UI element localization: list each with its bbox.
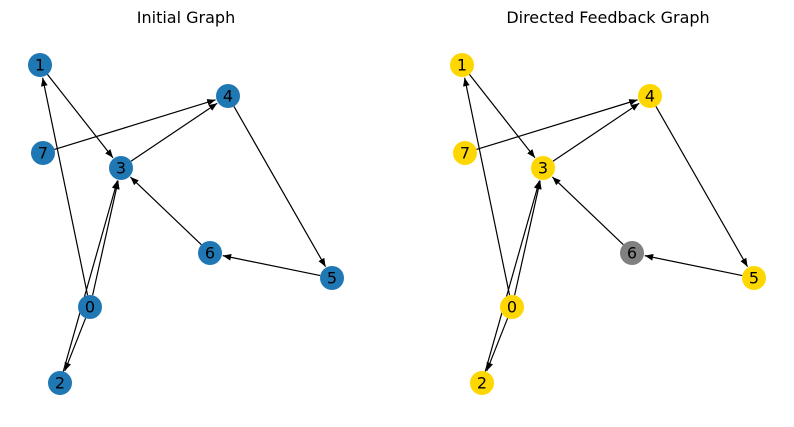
feedback-graph-edge-2-3: [484, 180, 541, 372]
feedback-graph-node-6: 6: [620, 241, 644, 265]
feedback-graph-panel: Directed Feedback Graph 0 1 2 3 4 5 6 7: [450, 8, 766, 395]
feedback-graph-edge-5-6: [644, 254, 743, 277]
initial-graph-node-2: 2: [48, 371, 72, 395]
feedback-graph-node-label-2: 2: [477, 374, 487, 393]
feedback-graph-edge-1-3: [468, 74, 536, 159]
feedback-graph-node-circle-2: [470, 371, 494, 395]
feedback-graph-node-3: 3: [531, 156, 555, 180]
initial-graph-edge-7-4: [54, 99, 216, 151]
initial-graph-node-6: 6: [198, 241, 222, 265]
initial-graph-edge-0-2: [64, 317, 87, 372]
feedback-graph-node-circle-6: [620, 241, 644, 265]
feedback-graph-node-circle-7: [453, 141, 477, 165]
initial-graph-node-label-0: 0: [85, 298, 95, 317]
feedback-graph-node-circle-4: [638, 84, 662, 108]
initial-graph-panel: Initial Graph 0 1 2 3 4 5 6 7: [28, 8, 344, 395]
initial-graph-edge-5-6: [222, 254, 321, 277]
initial-graph-edge-1-3: [46, 74, 114, 159]
feedback-graph-edges: [463, 74, 749, 372]
feedback-graph-node-label-6: 6: [627, 244, 637, 263]
initial-graph-node-circle-5: [320, 266, 344, 290]
feedback-graph-node-4: 4: [638, 84, 662, 108]
initial-graph-edges: [41, 74, 327, 372]
feedback-graph-node-0: 0: [500, 295, 524, 319]
initial-graph-nodes: 0 1 2 3 4 5 6 7: [28, 53, 344, 395]
feedback-graph-node-label-5: 5: [749, 269, 759, 288]
initial-graph-node-7: 7: [31, 141, 55, 165]
initial-graph-node-circle-6: [198, 241, 222, 265]
initial-graph-node-label-5: 5: [327, 269, 337, 288]
initial-graph-node-0: 0: [78, 295, 102, 319]
feedback-graph-edge-4-5: [655, 106, 749, 268]
feedback-graph-node-7: 7: [453, 141, 477, 165]
feedback-graph-edge-6-3: [551, 176, 624, 246]
initial-graph-edge-4-5: [233, 106, 327, 268]
feedback-graph-edge-0-2: [486, 317, 509, 372]
initial-graph-node-3: 3: [109, 156, 133, 180]
feedback-graph-node-2: 2: [470, 371, 494, 395]
initial-graph-edge-0-1: [41, 77, 89, 296]
initial-graph-node-5: 5: [320, 266, 344, 290]
initial-graph-node-4: 4: [216, 84, 240, 108]
feedback-graph-node-circle-1: [450, 53, 474, 77]
feedback-graph-edge-3-4: [552, 102, 640, 162]
feedback-graph-node-label-0: 0: [507, 298, 517, 317]
initial-graph-node-label-3: 3: [116, 159, 126, 178]
feedback-graph-node-label-4: 4: [645, 87, 655, 106]
initial-graph-node-circle-2: [48, 371, 72, 395]
initial-graph-node-label-7: 7: [38, 144, 48, 163]
feedback-graph-node-label-3: 3: [538, 159, 548, 178]
initial-graph-edge-2-3: [62, 180, 119, 372]
initial-graph-node-label-4: 4: [223, 87, 233, 106]
feedback-graph-node-circle-0: [500, 295, 524, 319]
feedback-graph-node-label-1: 1: [457, 56, 467, 75]
initial-graph-node-circle-4: [216, 84, 240, 108]
feedback-graph-node-circle-5: [742, 266, 766, 290]
feedback-graph-title: Directed Feedback Graph: [506, 8, 709, 27]
feedback-graph-node-label-7: 7: [460, 144, 470, 163]
initial-graph-edge-6-3: [129, 176, 202, 246]
initial-graph-node-circle-7: [31, 141, 55, 165]
feedback-graph-node-5: 5: [742, 266, 766, 290]
initial-graph-node-circle-0: [78, 295, 102, 319]
initial-graph-edge-0-3: [92, 180, 120, 296]
feedback-graph-edge-0-3: [514, 180, 542, 296]
initial-graph-node-label-6: 6: [205, 244, 215, 263]
initial-graph-node-1: 1: [28, 53, 52, 77]
feedback-graph-edge-7-4: [476, 99, 638, 151]
feedback-graph-node-circle-3: [531, 156, 555, 180]
feedback-graph-nodes: 0 1 2 3 4 5 6 7: [450, 53, 766, 395]
initial-graph-node-circle-1: [28, 53, 52, 77]
feedback-graph-edge-0-1: [463, 77, 511, 296]
feedback-graph-node-1: 1: [450, 53, 474, 77]
initial-graph-node-label-2: 2: [55, 374, 65, 393]
initial-graph-edge-3-4: [130, 102, 218, 162]
initial-graph-title: Initial Graph: [137, 8, 235, 27]
initial-graph-node-circle-3: [109, 156, 133, 180]
initial-graph-node-label-1: 1: [35, 56, 45, 75]
